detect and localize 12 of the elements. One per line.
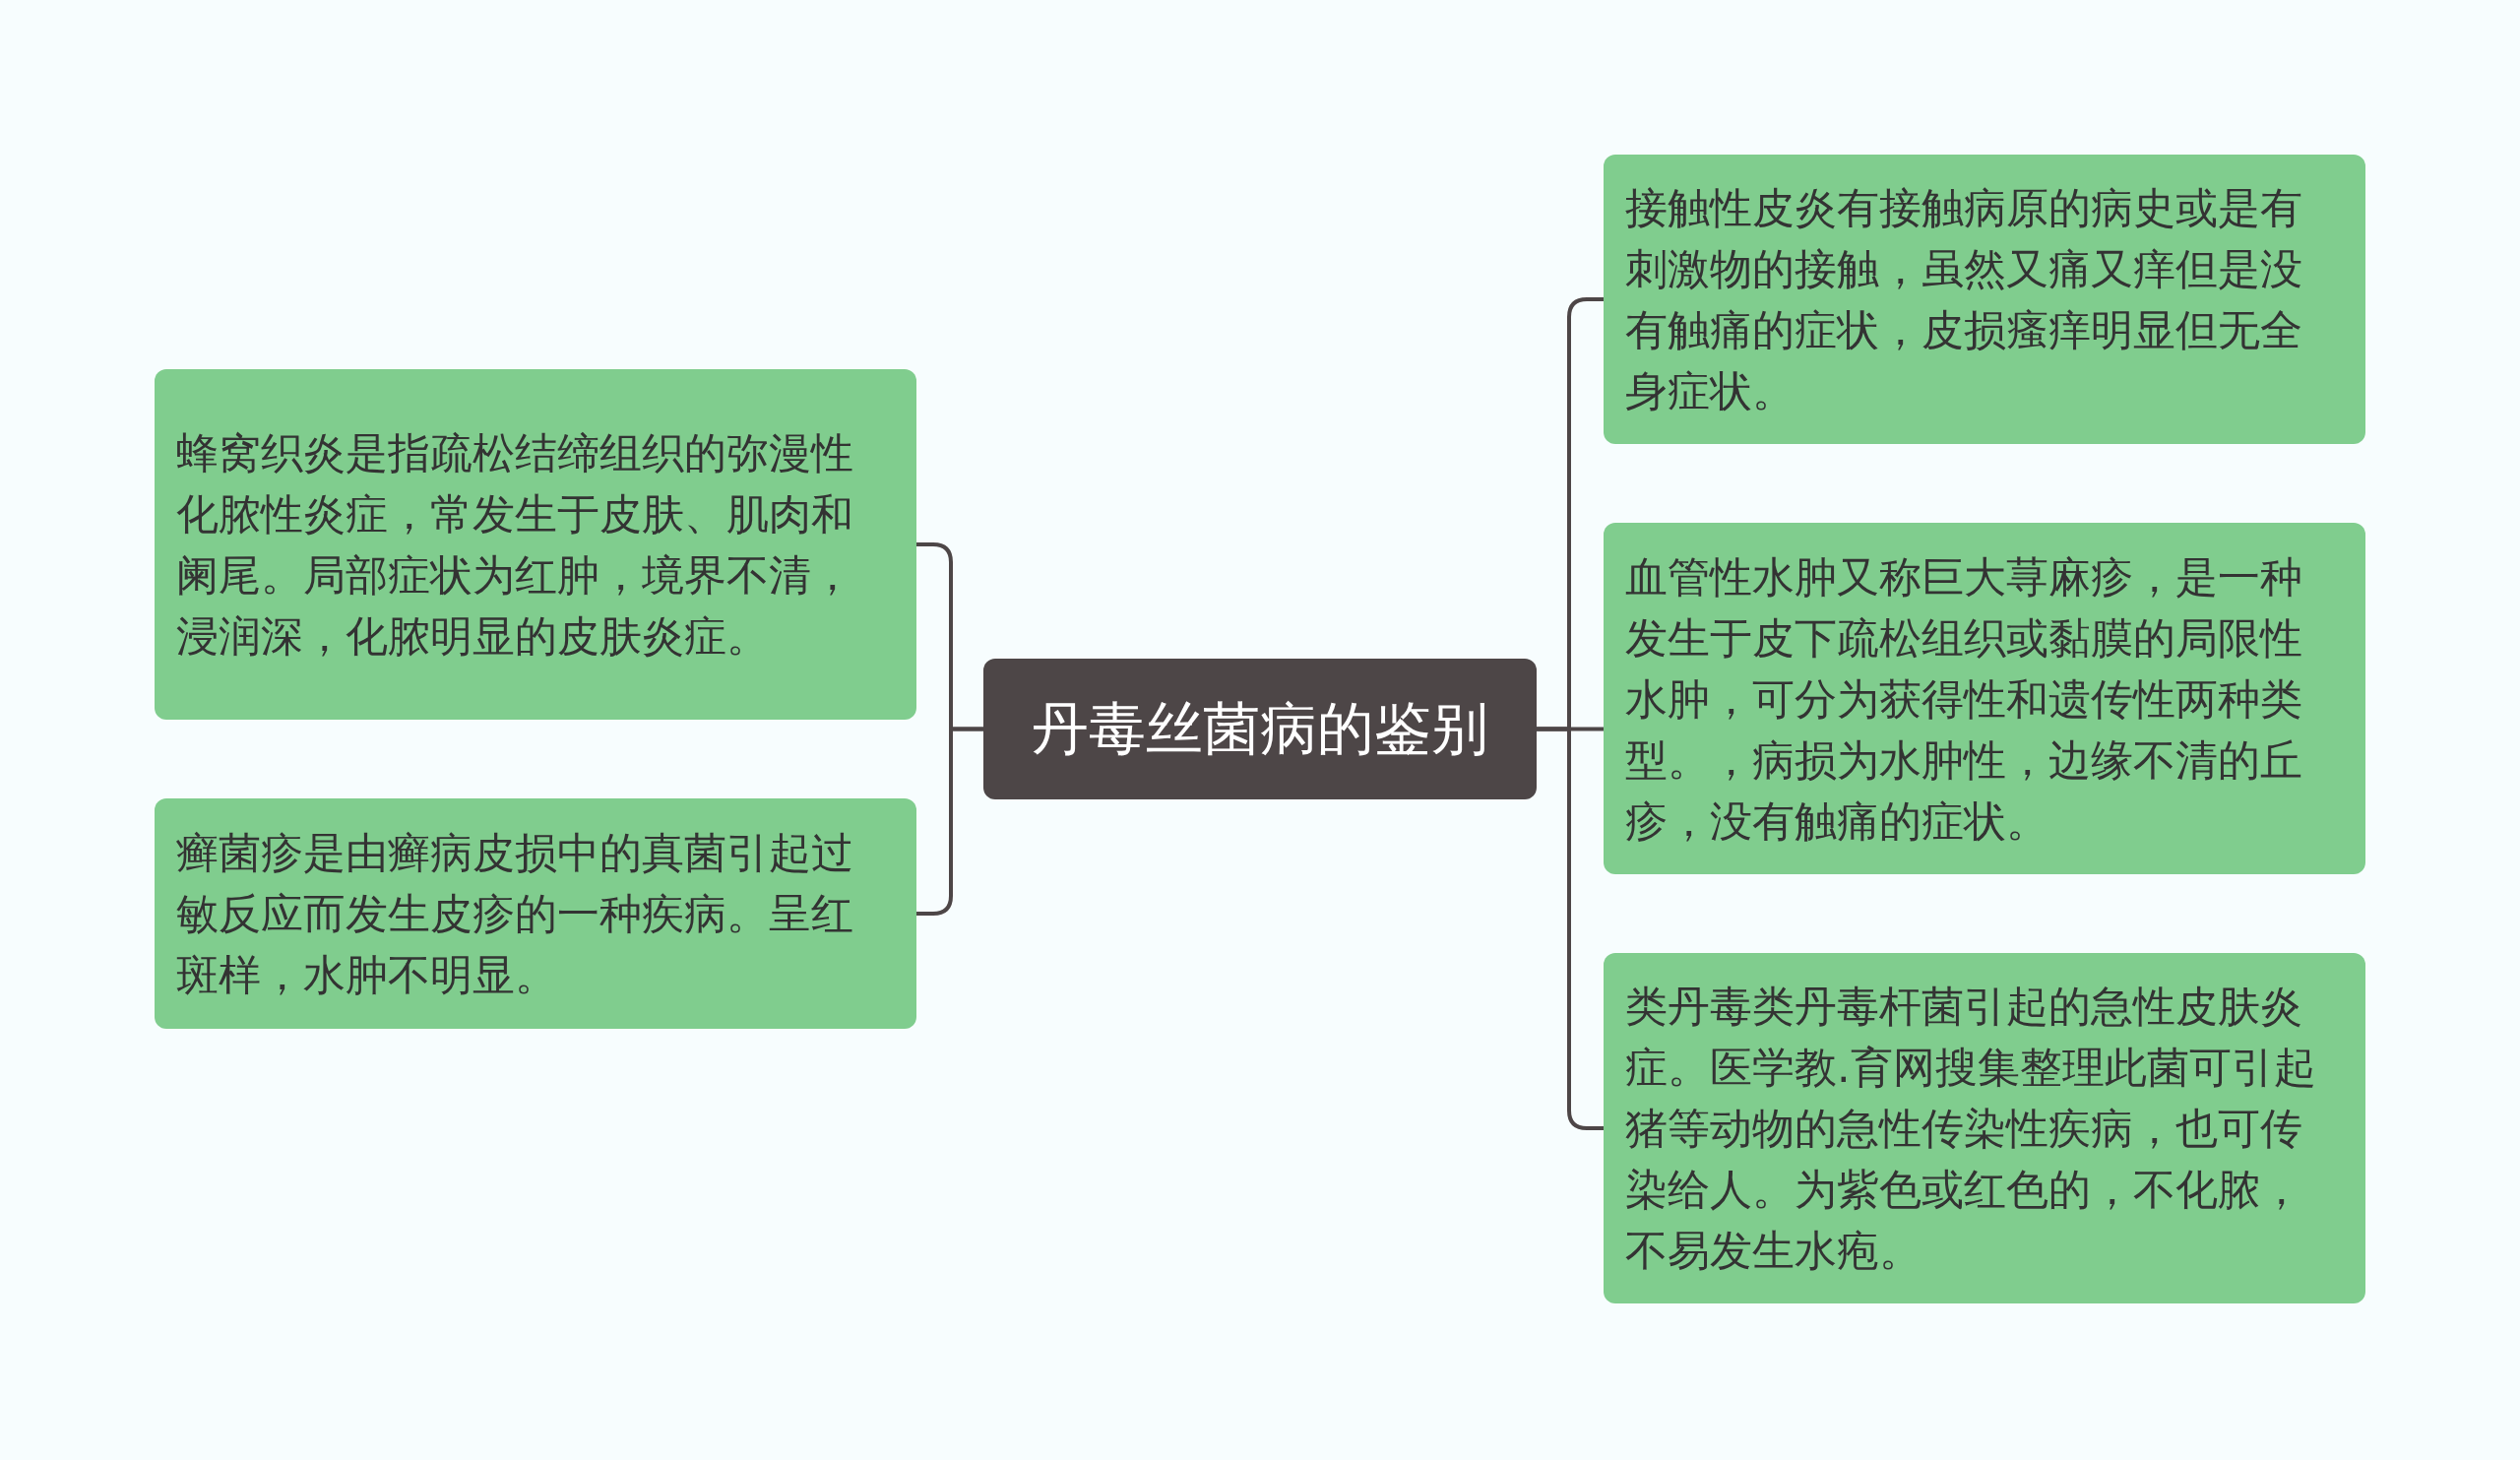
topic-text: 接触性皮炎有接触病原的病史或是有刺激物的接触，虽然又痛又痒但是没有触痛的症状，皮损瘙痒明显但无全身症状。	[1625, 182, 2303, 417]
topic-text: 蜂窝织炎是指疏松结缔组织的弥漫性化脓性炎症，常发生于皮肤、肌肉和阑尾。局部症状为红肿，境界不清，浸润深，化脓明显的皮肤炎症。	[176, 427, 854, 663]
topic-box	[155, 369, 916, 720]
topic-box	[155, 798, 916, 1029]
central-topic-box	[983, 659, 1537, 799]
topic-text: 癣菌疹是由癣病皮损中的真菌引起过敏反应而发生皮疹的一种疾病。呈红斑样，水肿不明显。	[176, 827, 854, 1001]
topic-box	[1604, 155, 2365, 444]
topic-text: 类丹毒类丹毒杆菌引起的急性皮肤炎症。医学教.育网搜集整理此菌可引起猪等动物的急性传染性疾病，也可传染给人。为紫色或红色的，不化脓，不易发生水疱。	[1625, 981, 2317, 1277]
topic-box	[1604, 953, 2365, 1303]
topic-text: 血管性水肿又称巨大荨麻疹，是一种发生于皮下疏松组织或黏膜的局限性水肿，可分为获得性和遗传性两种类型。，病损为水肿性，边缘不清的丘疹，没有触痛的症状。	[1625, 550, 2303, 848]
topic-box	[1604, 523, 2365, 874]
central-topic-text: 丹毒丝菌病的鉴别	[1032, 693, 1488, 764]
